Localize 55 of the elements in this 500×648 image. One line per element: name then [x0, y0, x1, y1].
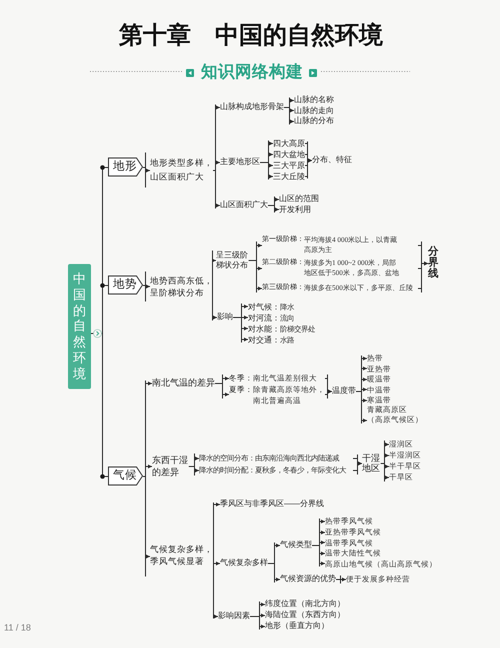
branch-text: 主要地形区	[220, 157, 260, 167]
branch-text: 东西干湿的差异	[152, 454, 189, 478]
branch-text: 气候复杂多样	[220, 558, 268, 568]
term-label: 对河流：	[248, 312, 280, 323]
category-tag: 地形	[108, 158, 143, 176]
bracket-arrow	[212, 170, 220, 209]
bracket-arrow	[212, 286, 218, 321]
bracket-arrow	[304, 158, 312, 179]
branch-text: 山区面积广大	[220, 200, 268, 210]
chapter-title: 第十章 中国的自然环境	[119, 23, 383, 51]
branch-text: 影响因素	[218, 611, 250, 621]
branch-text: 气候复杂多样，季风气候显著	[150, 544, 213, 568]
bracket-arrow	[142, 464, 152, 477]
bracket-arrow	[380, 463, 390, 482]
bracket-arrow	[142, 476, 150, 577]
bracket-arrow	[336, 575, 346, 584]
branch-text: 气候类型	[280, 540, 312, 550]
branch-text: 影响	[217, 312, 233, 322]
bracket-arrow	[142, 271, 150, 302]
bracket-arrow	[212, 556, 218, 619]
bracket-arrow	[352, 462, 362, 475]
bracket-arrow	[214, 383, 230, 399]
branch-text: 纬度位置（南北方向）	[265, 599, 345, 609]
bracket-arrow	[142, 152, 150, 188]
bracket-arrow	[324, 390, 332, 399]
branch-text: 地形（垂直方向）	[265, 621, 329, 631]
category-tag: 气候	[108, 466, 143, 486]
bracket-arrow	[250, 616, 266, 630]
branch-text: 地形类型多样，山区面积广大	[150, 156, 213, 184]
branch-text: 季风区与非季风区——分界线	[220, 499, 324, 509]
branch-text: 呈三级阶梯状分布	[216, 250, 249, 271]
branch-text: 山脉构成地形骨架	[220, 102, 284, 112]
branch-text: 分界线	[428, 246, 440, 280]
bracket-arrow	[212, 160, 220, 171]
bracket-arrow	[188, 466, 200, 476]
branch-text: 海陆位置（东西方向）	[265, 610, 345, 620]
term-label: 对水能：	[248, 323, 280, 334]
branch-text: 地势西高东低，呈阶梯状分布	[150, 274, 213, 300]
branch-text: 气候资源的优势	[280, 574, 336, 584]
term-label: 对交通：	[248, 334, 280, 345]
branch-text: 温度带	[332, 386, 356, 396]
bracket-arrow	[212, 502, 220, 557]
bracket-arrow	[418, 262, 428, 293]
branch-text: 南北气温的差异	[152, 377, 215, 389]
section-heading: 知识网络构建	[201, 63, 303, 83]
branch-text: 分布、特征	[312, 155, 352, 165]
bracket-arrow	[212, 250, 216, 287]
bracket-arrow	[268, 563, 280, 583]
topic-banner: 中国的自然环境	[68, 264, 91, 389]
category-tag: 地势	[108, 276, 143, 294]
bracket-arrow	[248, 260, 262, 293]
term-label: 对气候：	[248, 301, 280, 312]
bracket-arrow	[268, 205, 280, 213]
page-number: 11 / 18	[4, 622, 31, 634]
branch-text: 干湿地区	[362, 452, 381, 474]
